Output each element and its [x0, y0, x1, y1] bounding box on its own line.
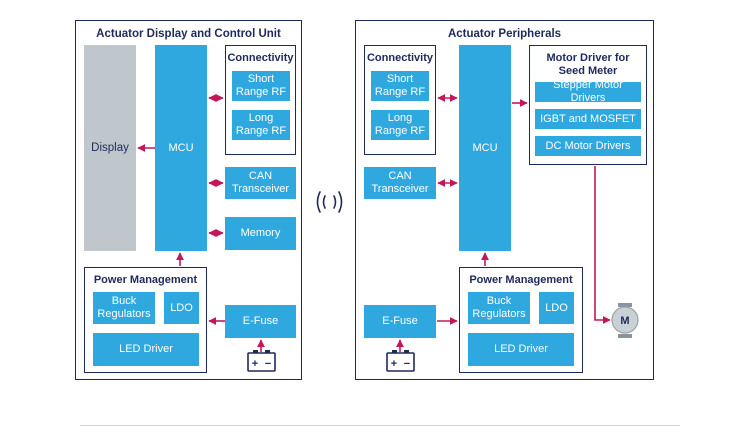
battery-left-plus: + [252, 358, 258, 370]
right-can-transceiver: CAN Transceiver [364, 167, 436, 199]
right-can-line2: Transceiver [371, 183, 429, 195]
left-memory-block: Memory [225, 217, 296, 250]
battery-right-plus: + [391, 358, 397, 370]
right-ldo-block: LDO [539, 292, 574, 324]
right-buck-regulators: Buck Regulators [468, 292, 530, 324]
left-short-range-line1: Short [247, 73, 275, 85]
right-short-range-line2: Range RF [374, 86, 426, 98]
right-buck-line1: Buck [486, 295, 512, 307]
battery-icon-right [386, 350, 415, 372]
display-block: Display [84, 45, 136, 251]
left-buck-line2: Regulators [97, 308, 151, 320]
left-long-range-line2: Range RF [235, 125, 287, 137]
left-can-transceiver: CAN Transceiver [225, 167, 296, 199]
right-long-range-line2: Range RF [374, 125, 426, 137]
right-led-driver: LED Driver [468, 333, 574, 366]
right-short-range-rf: Short Range RF [371, 71, 429, 101]
left-long-range-line1: Long [248, 112, 274, 124]
stepper-motor-drivers: Stepper Motor Drivers [535, 79, 641, 104]
left-buck-regulators: Buck Regulators [93, 292, 155, 324]
right-long-range-rf: Long Range RF [371, 110, 429, 140]
right-can-line1: CAN [388, 170, 412, 182]
igbt-mosfet-block: IGBT and MOSFET [535, 109, 641, 129]
left-short-range-line2: Range RF [235, 86, 287, 98]
left-mcu-block: MCU [155, 45, 207, 251]
right-short-range-line1: Short [386, 73, 414, 85]
battery-left-minus: − [265, 358, 271, 370]
right-power-management-title: Power Management [469, 274, 573, 286]
motor-icon [611, 303, 639, 338]
left-unit-title: Actuator Display and Control Unit [96, 28, 281, 40]
left-connectivity-title: Connectivity [227, 52, 294, 64]
right-long-range-line1: Long [387, 112, 413, 124]
left-buck-line1: Buck [111, 295, 137, 307]
left-efuse-block: E-Fuse [225, 305, 296, 338]
bottom-divider [80, 425, 680, 426]
motor-driver-title: Motor Driver for Seed Meter [529, 52, 647, 78]
motor-label: M [620, 315, 629, 327]
wireless-icon [316, 191, 343, 213]
left-can-line1: CAN [248, 170, 273, 182]
arrow-motor-driver-to-motor [594, 166, 611, 324]
left-power-management-title: Power Management [93, 274, 198, 286]
right-connectivity-title: Connectivity [366, 52, 433, 64]
left-long-range-rf: Long Range RF [232, 110, 290, 140]
motor-driver-title-line1: Motor Driver for [546, 52, 630, 64]
battery-icon-left [247, 350, 276, 372]
dc-motor-drivers: DC Motor Drivers [535, 136, 641, 156]
right-unit-title: Actuator Peripherals [447, 28, 562, 40]
left-ldo-block: LDO [164, 292, 199, 324]
left-can-line2: Transceiver [231, 183, 290, 195]
left-short-range-rf: Short Range RF [232, 71, 290, 101]
left-led-driver: LED Driver [93, 333, 199, 366]
battery-right-minus: − [404, 358, 410, 370]
right-mcu-block: MCU [459, 45, 511, 251]
right-efuse-block: E-Fuse [364, 305, 436, 338]
right-buck-line2: Regulators [472, 308, 526, 320]
motor-driver-title-line2: Seed Meter [558, 65, 618, 77]
